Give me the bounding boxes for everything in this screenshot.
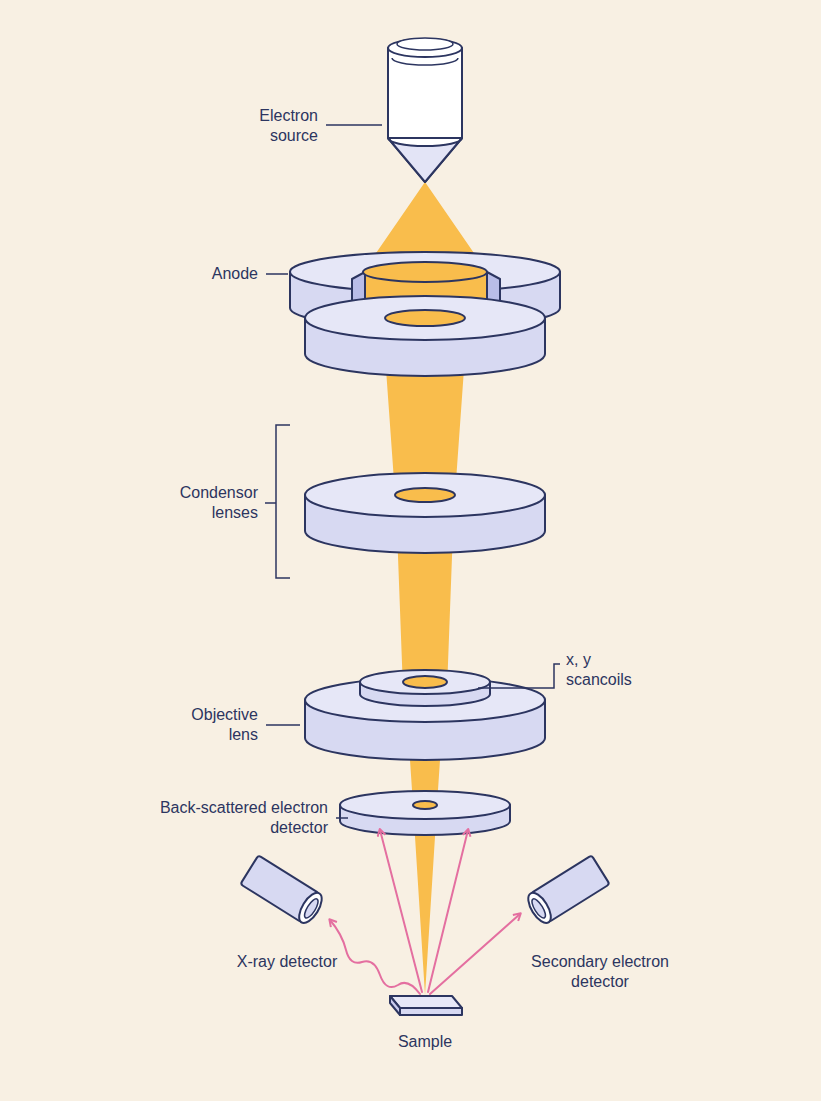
condenser-label: Condensor lenses [148,483,258,523]
condenser-lens [305,296,545,376]
objective-label: Objective lens [158,705,258,745]
anode-label: Anode [178,264,258,284]
xray-detector [240,855,326,926]
se-label: Secondary electron detector [510,952,690,992]
condenser-lens [305,473,545,553]
xray-label: X-ray detector [232,952,342,972]
leader-lines [265,125,560,818]
sample [390,996,462,1015]
bse-detector [340,791,510,835]
bse-label: Back-scattered electron detector [158,798,328,838]
sample-label: Sample [375,1032,475,1052]
se-detector [524,855,610,926]
emission-arrows [330,830,520,994]
source-label: Electron source [208,106,318,146]
objective-lens [305,670,545,760]
scancoil-label: x, y scancoils [566,650,656,690]
electron-source [388,38,462,182]
